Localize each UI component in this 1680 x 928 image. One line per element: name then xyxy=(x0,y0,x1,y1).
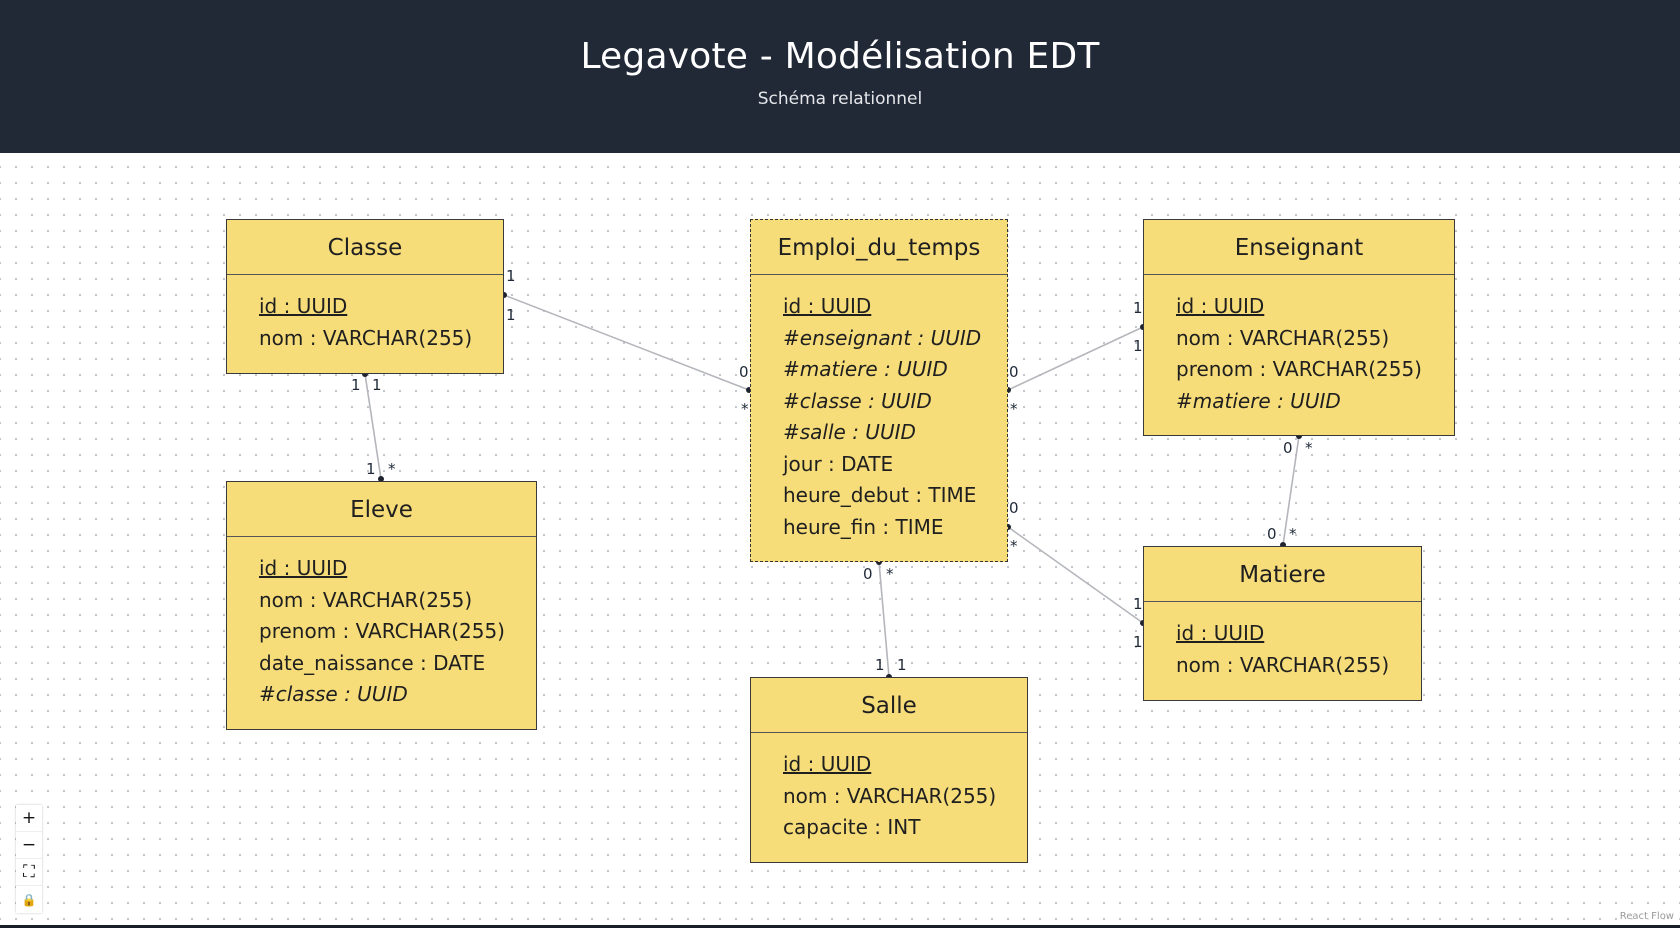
entity-classe[interactable]: Classe id : UUID nom : VARCHAR(255) xyxy=(226,219,504,374)
attribution-link[interactable]: React Flow xyxy=(1617,911,1676,922)
field: prenom : VARCHAR(255) xyxy=(259,619,505,643)
zoom-out-button[interactable]: − xyxy=(16,832,42,859)
field: heure_fin : TIME xyxy=(783,514,944,539)
field-primary-key: id : UUID xyxy=(259,556,348,580)
field-primary-key: id : UUID xyxy=(259,294,348,318)
entity-eleve[interactable]: Eleve id : UUID nom : VARCHAR(255) preno… xyxy=(226,481,537,730)
multiplicity-label: * xyxy=(1010,400,1018,418)
multiplicity-label: 1 xyxy=(1133,595,1143,613)
multiplicity-label: 0 xyxy=(863,565,873,583)
field: heure_debut : TIME xyxy=(783,483,977,507)
field: nom : VARCHAR(255) xyxy=(259,587,473,612)
zoom-in-button[interactable]: + xyxy=(16,805,42,832)
multiplicity-label: 0 xyxy=(1283,439,1293,457)
multiplicity-label: 1 xyxy=(372,376,382,394)
entity-fields: id : UUID nom : VARCHAR(255) xyxy=(227,275,503,354)
flow-controls: + − ⛶ 🔒 xyxy=(16,805,42,913)
entity-fields: id : UUID nom : VARCHAR(255) xyxy=(1144,602,1421,681)
multiplicity-label: * xyxy=(1289,525,1297,543)
multiplicity-label: 1 xyxy=(1133,299,1143,317)
multiplicity-label: * xyxy=(886,565,894,583)
field-foreign-key: #classe : UUID xyxy=(783,388,932,413)
multiplicity-label: * xyxy=(1010,537,1018,555)
multiplicity-label: 1 xyxy=(875,656,885,674)
field: prenom : VARCHAR(255) xyxy=(1176,357,1422,381)
field-primary-key: id : UUID xyxy=(783,294,872,318)
field: capacite : INT xyxy=(783,815,921,839)
multiplicity-label: 0 xyxy=(739,363,749,381)
field-foreign-key: #matiere : UUID xyxy=(1176,388,1341,413)
multiplicity-label: 1 xyxy=(897,656,907,674)
multiplicity-label: 1 xyxy=(1133,337,1143,355)
field-primary-key: id : UUID xyxy=(783,752,872,776)
entity-name: Emploi_du_temps xyxy=(751,220,1007,275)
multiplicity-label: 1 xyxy=(506,267,516,285)
entity-name: Classe xyxy=(227,220,503,275)
entity-fields: id : UUID nom : VARCHAR(255) capacite : … xyxy=(751,733,1027,844)
entity-name: Eleve xyxy=(227,482,536,537)
field-foreign-key: #enseignant : UUID xyxy=(783,325,982,350)
field: date_naissance : DATE xyxy=(259,650,486,675)
multiplicity-label: 0 xyxy=(1267,525,1277,543)
multiplicity-label: * xyxy=(1305,439,1313,457)
field-foreign-key: #matiere : UUID xyxy=(783,357,948,381)
entity-enseignant[interactable]: Enseignant id : UUID nom : VARCHAR(255) … xyxy=(1143,219,1455,436)
multiplicity-label: 1 xyxy=(366,460,376,478)
multiplicity-label: 0 xyxy=(1009,499,1019,517)
multiplicity-label: 1 xyxy=(351,376,361,394)
field: nom : VARCHAR(255) xyxy=(259,325,473,350)
entity-name: Salle xyxy=(751,678,1027,733)
multiplicity-label: 0 xyxy=(1009,363,1019,381)
entity-salle[interactable]: Salle id : UUID nom : VARCHAR(255) capac… xyxy=(750,677,1028,863)
entity-fields: id : UUID #enseignant : UUID #matiere : … xyxy=(751,275,1007,543)
page-subtitle: Schéma relationnel xyxy=(757,89,923,109)
multiplicity-label: * xyxy=(388,460,396,478)
entity-name: Enseignant xyxy=(1144,220,1454,275)
field-primary-key: id : UUID xyxy=(1176,294,1265,318)
multiplicity-label: 1 xyxy=(506,306,516,324)
fit-view-icon[interactable]: ⛶ xyxy=(16,859,42,886)
field-foreign-key: #classe : UUID xyxy=(259,682,408,706)
field-foreign-key: #salle : UUID xyxy=(783,420,916,444)
multiplicity-label: * xyxy=(741,400,749,418)
entity-fields: id : UUID nom : VARCHAR(255) prenom : VA… xyxy=(227,537,536,711)
entity-fields: id : UUID nom : VARCHAR(255) prenom : VA… xyxy=(1144,275,1454,417)
entity-name: Matiere xyxy=(1144,547,1421,602)
entity-matiere[interactable]: Matiere id : UUID nom : VARCHAR(255) xyxy=(1143,546,1422,701)
field: nom : VARCHAR(255) xyxy=(1176,325,1390,350)
page-header: Legavote - Modélisation EDT Schéma relat… xyxy=(0,0,1680,153)
entity-emploi-du-temps[interactable]: Emploi_du_temps id : UUID #enseignant : … xyxy=(750,219,1008,562)
field: nom : VARCHAR(255) xyxy=(783,783,997,808)
lock-icon[interactable]: 🔒 xyxy=(21,892,37,907)
page-title: Legavote - Modélisation EDT xyxy=(580,36,1100,77)
multiplicity-label: 1 xyxy=(1133,633,1143,651)
field: jour : DATE xyxy=(783,451,894,476)
field-primary-key: id : UUID xyxy=(1176,621,1265,645)
field: nom : VARCHAR(255) xyxy=(1176,652,1390,677)
